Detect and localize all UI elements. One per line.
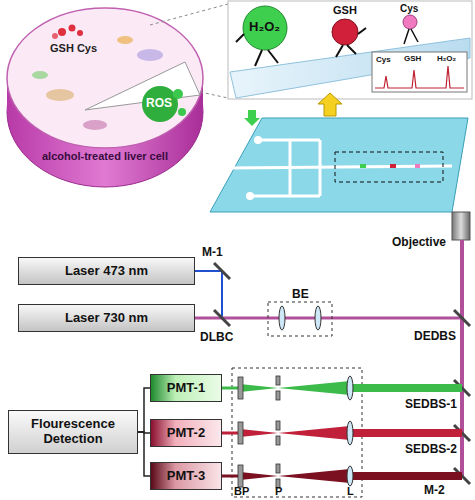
part-label: Cys <box>400 3 418 14</box>
part-label: alcohol-treated liver cell <box>42 150 168 162</box>
part-label: L <box>347 485 354 497</box>
signal-wire <box>138 432 150 476</box>
part-label: ROS <box>146 97 172 110</box>
separation-inset <box>228 1 472 99</box>
excitation-beams <box>195 240 470 484</box>
emission-beams <box>222 368 462 497</box>
box-text: Laser 473 nm <box>65 264 148 279</box>
zoom-arrow <box>318 93 342 116</box>
pmt-box: PMT-2 <box>150 419 222 447</box>
signal-wire <box>138 388 150 432</box>
part-label: SEDBS-1 <box>405 398 457 411</box>
part-label: GSH <box>333 4 357 16</box>
box-text: Laser 730 nm <box>65 311 148 326</box>
part-label: GSH Cys <box>50 42 97 54</box>
part-label: BP <box>234 485 249 497</box>
part-label: SEDBS-2 <box>405 443 457 456</box>
part-label: GSH <box>404 55 421 64</box>
part-label: M-2 <box>424 484 445 497</box>
laser-box: Laser 473 nm <box>18 257 195 285</box>
part-label: DEDBS <box>414 330 456 343</box>
part-label: P <box>275 485 282 497</box>
part-label: H₂O₂ <box>249 20 280 34</box>
box-text: PMT-1 <box>167 381 205 396</box>
part-label: Objective <box>392 236 446 249</box>
box-text: PMT-3 <box>167 469 205 484</box>
box-text: PMT-2 <box>167 426 205 441</box>
box-text: Flourescence Detection <box>15 417 131 447</box>
part-label: DLBC <box>200 331 233 344</box>
microfluidic-chip <box>210 110 470 240</box>
part-label: BE <box>292 288 309 301</box>
detection-box: Flourescence Detection <box>8 410 138 454</box>
pmt-box: PMT-1 <box>150 374 222 402</box>
part-label: M-1 <box>202 246 223 259</box>
part-label: H₂O₂ <box>437 55 456 64</box>
pmt-box: PMT-3 <box>150 462 222 490</box>
part-label: Cys <box>376 56 391 65</box>
liver-cell <box>7 4 228 187</box>
laser-box: Laser 730 nm <box>18 304 195 332</box>
